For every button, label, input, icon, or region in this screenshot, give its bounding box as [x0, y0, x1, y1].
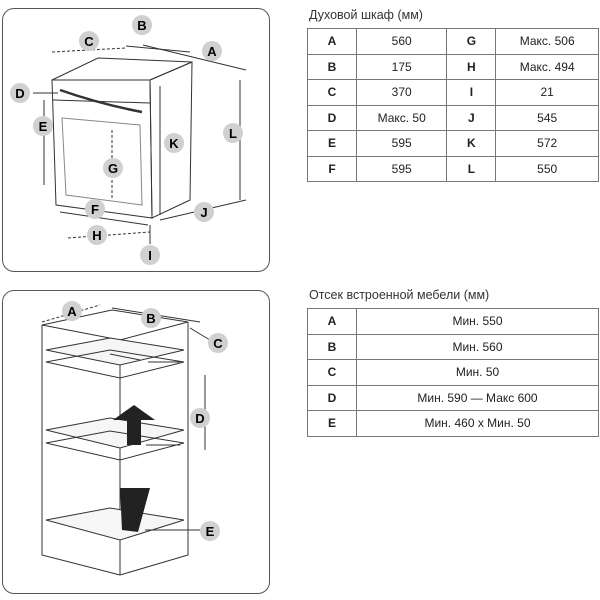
- dimension-key: F: [307, 155, 357, 182]
- dimension-key: I: [446, 79, 497, 106]
- dimension-value: Мин. 560: [356, 333, 599, 360]
- oven-diagram-panel: [2, 8, 270, 272]
- dimension-key: A: [307, 308, 357, 335]
- dimension-key: K: [446, 130, 497, 157]
- dimension-key: C: [307, 79, 357, 106]
- dimension-value: 595: [355, 130, 448, 157]
- dimension-value: 550: [495, 155, 599, 182]
- dimension-value: 572: [495, 130, 599, 157]
- dimension-key: E: [307, 410, 357, 437]
- dimension-key: J: [446, 104, 497, 131]
- dimension-value: 560: [355, 28, 448, 55]
- dimension-key: B: [307, 333, 357, 360]
- cabinet-diagram-panel: [2, 290, 270, 594]
- dimension-key: A: [307, 28, 357, 55]
- dimension-value: 175: [355, 53, 448, 80]
- dimension-key: E: [307, 130, 357, 157]
- dimension-value: Мин. 590 — Макс 600: [356, 384, 599, 411]
- dimension-value: Макс. 50: [355, 104, 448, 131]
- dimension-key: C: [307, 359, 357, 386]
- oven-caption: Духовой шкаф (мм): [309, 8, 423, 22]
- dimension-value: Мин. 550: [356, 308, 599, 335]
- dimension-key: D: [307, 104, 357, 131]
- dimension-key: B: [307, 53, 357, 80]
- dimension-value: Макс. 494: [495, 53, 599, 80]
- dimension-value: 370: [355, 79, 448, 106]
- dimension-key: H: [446, 53, 497, 80]
- dimension-value: Мин. 460 x Мин. 50: [356, 410, 599, 437]
- dimension-key: L: [446, 155, 497, 182]
- dimension-key: G: [446, 28, 497, 55]
- cabinet-caption: Отсек встроенной мебели (мм): [309, 288, 490, 302]
- dimension-value: 595: [355, 155, 448, 182]
- dimension-value: 21: [495, 79, 599, 106]
- dimension-value: Мин. 50: [356, 359, 599, 386]
- dimension-key: D: [307, 384, 357, 411]
- dimension-value: Макс. 506: [495, 28, 599, 55]
- dimension-value: 545: [495, 104, 599, 131]
